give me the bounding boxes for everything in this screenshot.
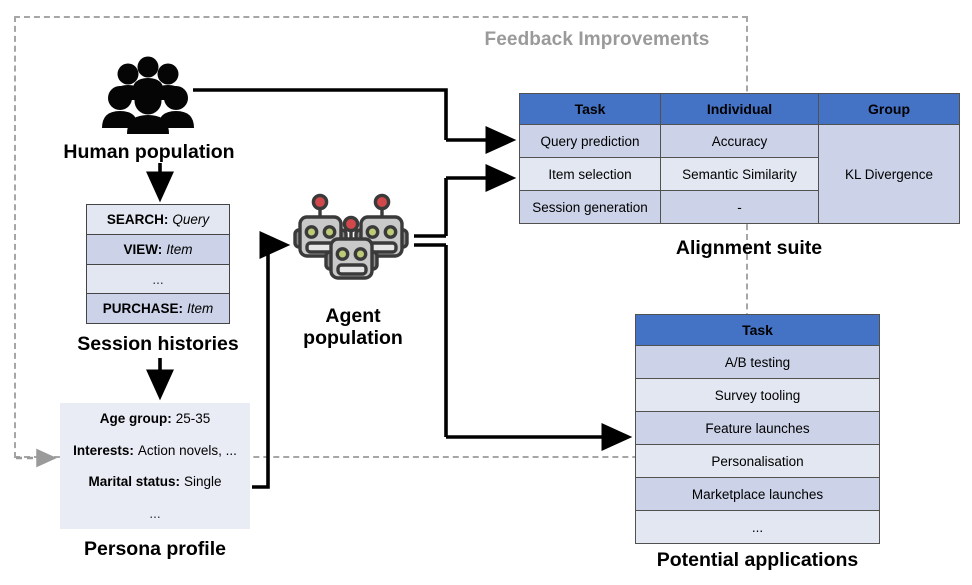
alignment-header-task: Task bbox=[519, 93, 661, 125]
alignment-suite-table: Task Individual Group Query prediction A… bbox=[519, 93, 960, 224]
session-row-key: PURCHASE: bbox=[102, 301, 183, 316]
session-row-key: VIEW: bbox=[123, 242, 163, 257]
alignment-cell-task: Query prediction bbox=[519, 124, 661, 158]
persona-row-key: Marital status: bbox=[88, 474, 180, 490]
persona-profile-box: Age group: 25-35 Interests: Action novel… bbox=[60, 403, 250, 529]
table-row: Marketplace launches bbox=[635, 477, 880, 511]
apps-cell: Survey tooling bbox=[635, 378, 880, 412]
potential-applications-caption: Potential applications bbox=[656, 549, 859, 571]
session-row-value: Query bbox=[172, 212, 210, 227]
persona-row-key: Interests: bbox=[73, 442, 134, 458]
table-row: Feature launches bbox=[635, 411, 880, 445]
apps-cell: A/B testing bbox=[635, 345, 880, 379]
table-row: Item selection Semantic Similarity bbox=[519, 157, 960, 191]
potential-applications-table: Task A/B testing Survey tooling Feature … bbox=[635, 314, 880, 544]
table-header-row: Task Individual Group bbox=[519, 93, 960, 125]
alignment-cell-individual: Accuracy bbox=[660, 124, 819, 158]
apps-cell: Personalisation bbox=[635, 444, 880, 478]
session-row-value: Item bbox=[166, 242, 193, 257]
table-row: Personalisation bbox=[635, 444, 880, 478]
session-row: PURCHASE: Item bbox=[87, 294, 229, 323]
apps-cell: Marketplace launches bbox=[635, 477, 880, 511]
persona-profile-caption: Persona profile bbox=[84, 538, 226, 560]
feedback-loop-label: Feedback Improvements bbox=[484, 29, 710, 50]
session-row: ... bbox=[87, 265, 229, 294]
alignment-cell-individual: Semantic Similarity bbox=[660, 157, 819, 191]
persona-row: Age group: 25-35 bbox=[60, 403, 250, 435]
alignment-header-group: Group bbox=[818, 93, 960, 125]
people-group-icon bbox=[100, 56, 196, 134]
table-row: Survey tooling bbox=[635, 378, 880, 412]
session-row-ellipsis: ... bbox=[152, 271, 164, 287]
apps-cell-ellipsis: ... bbox=[635, 510, 880, 544]
agent-population-caption: Agent population bbox=[303, 305, 403, 350]
alignment-cell-group: KL Divergence bbox=[818, 124, 960, 224]
persona-row: Marital status: Single bbox=[60, 466, 250, 498]
persona-row-value: Single bbox=[184, 474, 222, 490]
persona-row-ellipsis: ... bbox=[149, 505, 161, 521]
persona-row-value: Action novels, ... bbox=[137, 442, 237, 458]
session-histories-caption: Session histories bbox=[77, 333, 239, 355]
persona-row-value: 25-35 bbox=[175, 411, 211, 427]
alignment-suite-caption: Alignment suite bbox=[675, 237, 823, 259]
table-header-row: Task bbox=[635, 314, 880, 346]
alignment-cell-task: Item selection bbox=[519, 157, 661, 191]
apps-header-task: Task bbox=[635, 314, 880, 346]
table-row: A/B testing bbox=[635, 345, 880, 379]
table-row: ... bbox=[635, 510, 880, 544]
apps-cell: Feature launches bbox=[635, 411, 880, 445]
table-row: Session generation - bbox=[519, 190, 960, 224]
alignment-cell-task: Session generation bbox=[519, 190, 661, 224]
table-row: Query prediction Accuracy KL Divergence bbox=[519, 124, 960, 224]
session-histories-box: SEARCH: Query VIEW: Item ... PURCHASE: I… bbox=[86, 204, 230, 324]
alignment-header-individual: Individual bbox=[660, 93, 819, 125]
human-population-caption: Human population bbox=[63, 141, 235, 163]
persona-row-key: Age group: bbox=[99, 411, 172, 427]
session-row: VIEW: Item bbox=[87, 235, 229, 265]
session-row-key: SEARCH: bbox=[106, 212, 169, 227]
persona-row: Interests: Action novels, ... bbox=[60, 435, 250, 467]
alignment-cell-individual: - bbox=[660, 190, 819, 224]
session-row: SEARCH: Query bbox=[87, 205, 229, 235]
persona-row: ... bbox=[60, 498, 250, 530]
three-robots-icon bbox=[292, 192, 410, 296]
session-row-value: Item bbox=[187, 301, 214, 316]
